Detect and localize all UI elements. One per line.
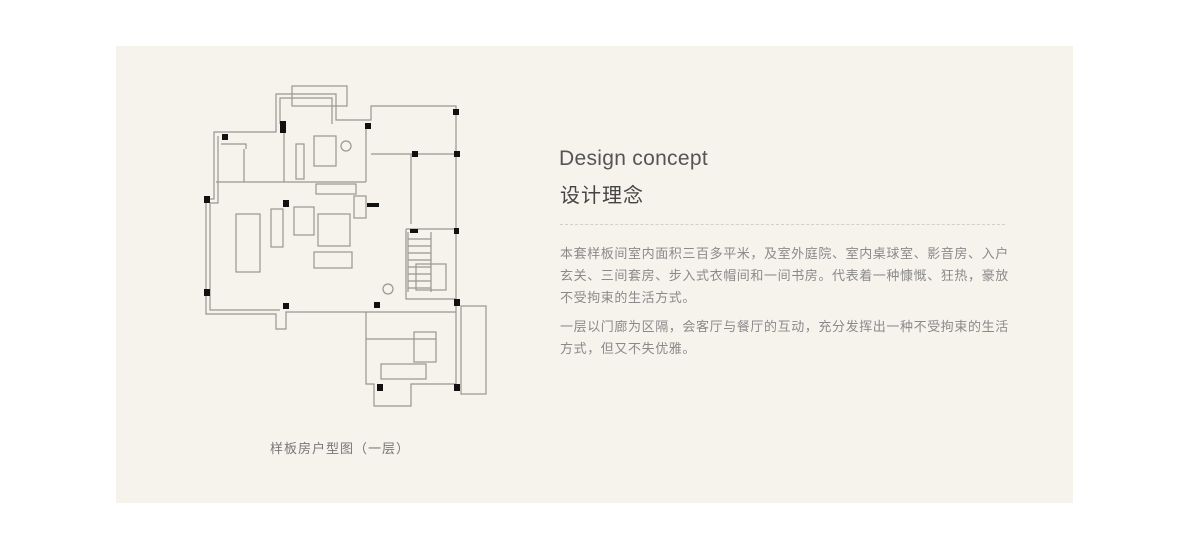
- section-title-en: Design concept: [559, 147, 708, 170]
- floor-plan-caption: 样板房户型图（一层）: [269, 442, 410, 457]
- section-title-cn: 设计理念: [560, 183, 644, 207]
- dashed-divider: [560, 224, 1005, 225]
- concept-paragraph-1: 本套样板间室内面积三百多平米，及室外庭院、室内桌球室、影音房、入户玄关、三间套房…: [560, 247, 1009, 306]
- concept-paragraph-2: 一层以门廊为区隔，会客厅与餐厅的互动，充分发挥出一种不受拘束的生活方式，但又不失…: [560, 320, 1009, 357]
- floor-plan-image: [204, 85, 487, 407]
